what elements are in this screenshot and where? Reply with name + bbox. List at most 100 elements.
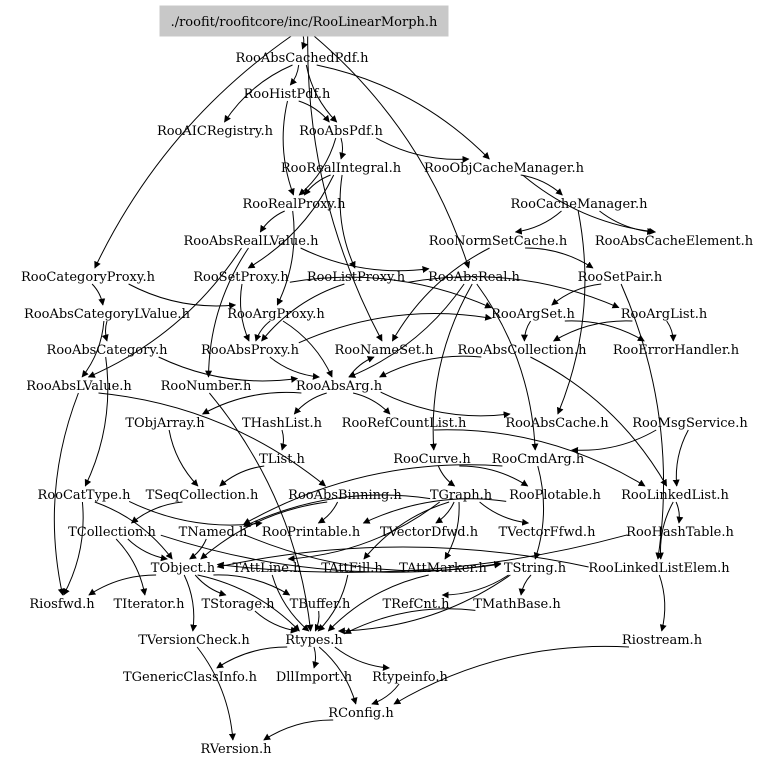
edge-roo-linked-list-to-roo-hash-table: [675, 501, 684, 524]
edge-t-object-to-rtypes: [197, 574, 300, 632]
node-t-list[interactable]: TList.h: [259, 452, 305, 467]
node-roo-name-set[interactable]: RooNameSet.h: [335, 343, 435, 358]
node-t-string[interactable]: TString.h: [504, 561, 567, 576]
edge-t-math-base-to-rtypes: [344, 608, 476, 634]
node-roo-abs-l-value[interactable]: RooAbsLValue.h: [26, 379, 132, 394]
node-rtypeinfo[interactable]: Rtypeinfo.h: [372, 670, 448, 685]
node-roo-arg-set[interactable]: RooArgSet.h: [491, 307, 575, 322]
node-roo-ref-count-list[interactable]: RooRefCountList.h: [342, 416, 467, 431]
node-roo-abs-collection[interactable]: RooAbsCollection.h: [458, 343, 588, 358]
node-t-named[interactable]: TNamed.h: [179, 525, 248, 540]
edge-t-object-to-t-version-check: [183, 574, 198, 632]
edge-roo-abs-pdf-to-roo-real-integral: [339, 137, 347, 160]
edge-t-version-check-to-r-version: [196, 646, 236, 741]
edge-t-graph-to-t-att-marker: [444, 501, 460, 560]
edge-roo-curve-to-t-graph: [437, 465, 456, 487]
node-roo-abs-cache-element[interactable]: RooAbsCacheElement.h: [595, 234, 754, 249]
edge-t-object-to-t-buffer: [213, 574, 291, 596]
node-t-object[interactable]: TObject.h: [151, 561, 216, 576]
node-t-att-marker[interactable]: TAttMarker.h: [399, 561, 487, 576]
node-t-obj-array[interactable]: TObjArray.h: [125, 416, 205, 431]
edge-roo-msg-service-to-roo-linked-list: [672, 429, 689, 487]
edge-roo-cmd-arg-to-t-named: [243, 464, 503, 525]
node-t-hash-list[interactable]: THashList.h: [242, 416, 323, 431]
node-roo-set-pair[interactable]: RooSetPair.h: [578, 270, 663, 285]
edge-roo-real-proxy-to-roo-abs-real-l-value: [259, 210, 285, 233]
node-r-version[interactable]: RVersion.h: [201, 742, 273, 757]
node-r-config[interactable]: RConfig.h: [328, 706, 394, 721]
edge-roo-real-integral-to-roo-real-proxy: [303, 174, 331, 196]
edge-r-config-to-r-version: [263, 719, 334, 741]
edge-t-collection-to-t-iterator: [115, 538, 148, 596]
node-roo-abs-cached-pdf[interactable]: RooAbsCachedPdf.h: [235, 51, 369, 66]
node-roo-curve[interactable]: RooCurve.h: [393, 452, 471, 467]
edge-root-to-roo-category-proxy: [94, 35, 292, 269]
node-roo-abs-category-l-value[interactable]: RooAbsCategoryLValue.h: [24, 307, 191, 322]
edge-roo-obj-cache-manager-to-roo-cache-manager: [520, 174, 563, 196]
node-roo-set-proxy[interactable]: RooSetProxy.h: [193, 270, 289, 285]
node-roo-plotable[interactable]: RooPlotable.h: [509, 488, 601, 503]
header-nodes: ./roofit/roofitcore/inc/RooLinearMorph.h…: [21, 5, 754, 757]
node-roo-cat-type[interactable]: RooCatType.h: [38, 488, 132, 503]
node-t-math-base[interactable]: TMathBase.h: [473, 597, 561, 612]
node-t-att-fill[interactable]: TAttFill.h: [321, 561, 383, 576]
node-t-graph[interactable]: TGraph.h: [430, 488, 493, 503]
node-roo-abs-category[interactable]: RooAbsCategory.h: [47, 343, 169, 358]
node-roo-real-proxy[interactable]: RooRealProxy.h: [242, 197, 346, 212]
node-t-storage[interactable]: TStorage.h: [201, 597, 275, 612]
edge-roo-set-proxy-to-roo-abs-proxy: [240, 283, 250, 342]
node-roo-msg-service[interactable]: RooMsgService.h: [632, 416, 748, 431]
node-roo-real-integral[interactable]: RooRealIntegral.h: [281, 161, 402, 176]
node-roo-abs-cache[interactable]: RooAbsCache.h: [505, 416, 609, 431]
node-roo-abs-proxy[interactable]: RooAbsProxy.h: [201, 343, 300, 358]
node-t-att-line[interactable]: TAttLine.h: [233, 561, 303, 576]
node-roo-linked-list[interactable]: RooLinkedList.h: [621, 488, 729, 503]
edge-roo-hash-table-to-t-object: [216, 534, 628, 573]
edge-root-to-roo-abs-real: [313, 35, 471, 269]
node-roo-printable[interactable]: RooPrintable.h: [262, 525, 361, 540]
node-roo-cache-manager[interactable]: RooCacheManager.h: [511, 197, 649, 212]
node-roo-hist-pdf[interactable]: RooHistPdf.h: [244, 87, 331, 102]
edge-roo-abs-proxy-to-roo-abs-arg: [269, 356, 320, 380]
edge-roo-real-integral-to-roo-list-proxy: [339, 174, 356, 269]
edge-roo-abs-category-to-roo-cat-type: [84, 356, 109, 487]
node-roo-abs-arg[interactable]: RooAbsArg.h: [296, 379, 383, 394]
node-roo-number[interactable]: RooNumber.h: [161, 379, 252, 394]
node-roo-aic-registry[interactable]: RooAICRegistry.h: [157, 124, 274, 139]
node-roo-abs-pdf[interactable]: RooAbsPdf.h: [299, 124, 383, 139]
node-roo-abs-real[interactable]: RooAbsReal.h: [428, 270, 520, 285]
root-node-label[interactable]: ./roofit/roofitcore/inc/RooLinearMorph.h: [171, 15, 438, 30]
edge-t-graph-to-t-vector-ffwd: [479, 501, 530, 526]
node-riosfwd[interactable]: Riosfwd.h: [29, 597, 95, 612]
node-roo-cmd-arg[interactable]: RooCmdArg.h: [492, 452, 585, 467]
edge-roo-cat-type-to-t-object: [94, 501, 173, 560]
node-dll-import[interactable]: DllImport.h: [276, 670, 353, 685]
node-roo-hash-table[interactable]: RooHashTable.h: [626, 525, 734, 540]
node-t-iterator[interactable]: TIterator.h: [113, 597, 185, 612]
node-roo-linked-list-elem[interactable]: RooLinkedListElem.h: [588, 561, 730, 576]
node-t-seq-collection[interactable]: TSeqCollection.h: [146, 488, 259, 503]
node-roo-arg-list[interactable]: RooArgList.h: [621, 307, 708, 322]
edge-roo-category-proxy-to-roo-abs-category-l-value: [91, 283, 106, 306]
node-roo-norm-set-cache[interactable]: RooNormSetCache.h: [429, 234, 568, 249]
node-roo-list-proxy[interactable]: RooListProxy.h: [307, 270, 406, 285]
node-t-ref-cnt[interactable]: TRefCnt.h: [382, 597, 450, 612]
node-t-vector-ffwd[interactable]: TVectorFfwd.h: [499, 525, 597, 540]
edge-roo-abs-cached-pdf-to-roo-aic-registry: [224, 64, 293, 123]
node-roo-obj-cache-manager[interactable]: RooObjCacheManager.h: [424, 161, 585, 176]
node-roo-arg-proxy[interactable]: RooArgProxy.h: [227, 307, 325, 322]
node-t-generic-class-info[interactable]: TGenericClassInfo.h: [123, 670, 258, 685]
edge-roo-abs-real-to-roo-cmd-arg: [476, 283, 539, 451]
node-rtypes[interactable]: Rtypes.h: [285, 633, 343, 648]
node-roo-error-handler[interactable]: RooErrorHandler.h: [613, 343, 740, 358]
node-roo-abs-real-l-value[interactable]: RooAbsRealLValue.h: [184, 234, 320, 249]
edge-roo-abs-arg-to-t-obj-array: [201, 391, 302, 415]
node-roo-abs-binning[interactable]: RooAbsBinning.h: [288, 488, 402, 503]
node-t-buffer[interactable]: TBuffer.h: [290, 597, 351, 612]
node-riostream[interactable]: Riostream.h: [622, 633, 703, 648]
node-t-collection[interactable]: TCollection.h: [68, 525, 156, 540]
edge-t-graph-to-t-att-line: [287, 501, 441, 563]
node-t-version-check[interactable]: TVersionCheck.h: [138, 633, 250, 648]
node-t-vector-dfwd[interactable]: TVectorDfwd.h: [380, 525, 479, 540]
node-roo-category-proxy[interactable]: RooCategoryProxy.h: [21, 270, 156, 285]
